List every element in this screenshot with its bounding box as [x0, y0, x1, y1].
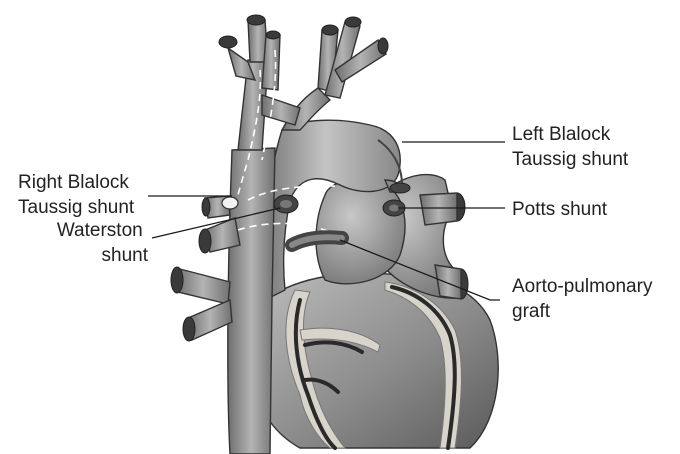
rpa-small-opening: [202, 198, 210, 216]
vessel-opening-5: [345, 17, 361, 27]
rpa-upper-opening: [199, 229, 211, 253]
vessel-connector: [262, 95, 300, 125]
right-pulmonary-vein-1: [176, 268, 230, 304]
pulmonary-vein-upper-tube: [420, 193, 457, 225]
vessel-opening-1: [219, 36, 237, 48]
vessel-top-3: [262, 35, 280, 90]
label-left-blalock-shunt: Left Blalock Taussig shunt: [512, 124, 629, 170]
waterston-shunt-marker: [274, 195, 298, 213]
superior-vena-cava: [228, 148, 275, 454]
vessel-opening-4: [322, 25, 338, 35]
vessel-opening-3: [266, 31, 280, 39]
vessel-opening-2: [247, 15, 265, 25]
right-blalock-shunt-marker: [222, 197, 238, 209]
vessel-opening-6: [378, 38, 388, 54]
label-aorto-pulmonary-graft: Aorto-pulmonary graft: [512, 276, 658, 322]
rpv-1-opening: [171, 267, 183, 293]
label-potts-shunt: Potts shunt: [512, 199, 608, 220]
aorto-pulmonary-graft-marker: [292, 237, 342, 245]
label-waterston-shunt: Waterston shunt: [57, 220, 149, 266]
label-right-blalock-shunt: Right Blalock Taussig shunt: [18, 172, 135, 218]
rpv-2-opening: [183, 317, 195, 341]
